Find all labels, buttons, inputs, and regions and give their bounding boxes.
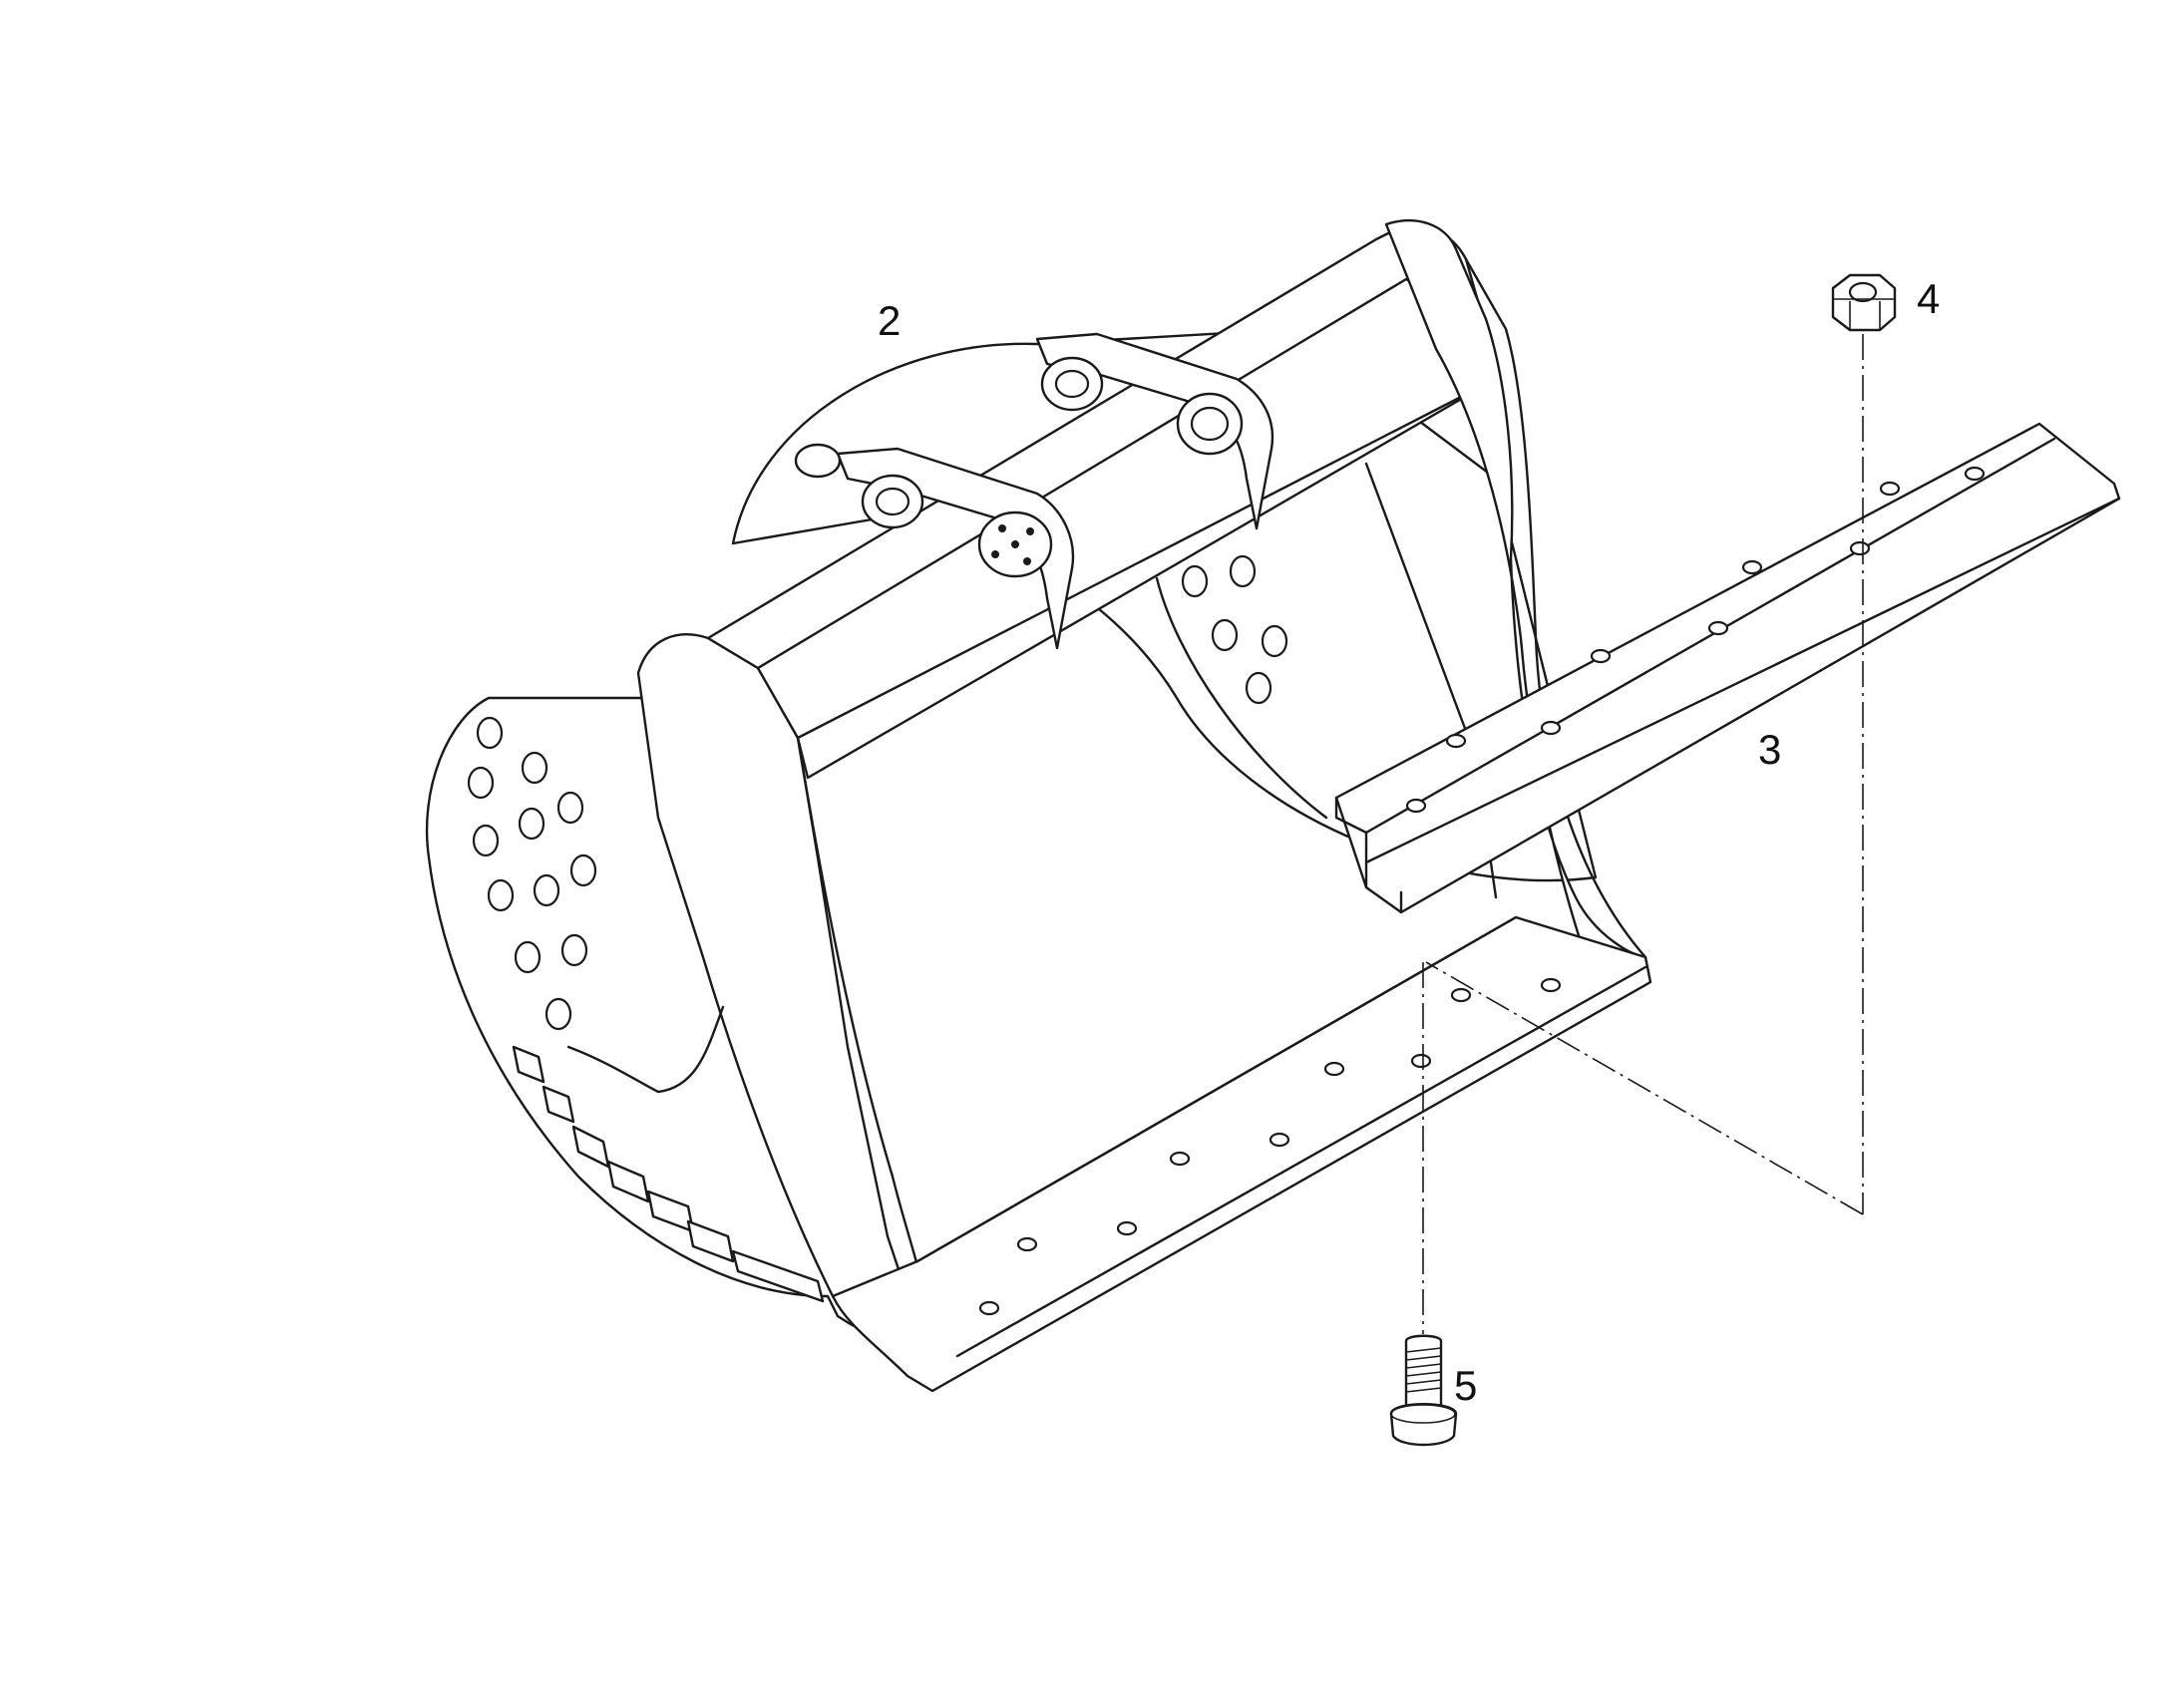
callout-part-3: 3 — [1758, 726, 1781, 773]
cutting-edge-holes — [978, 977, 1562, 1316]
bucket-left-front-plate — [636, 633, 909, 1298]
callout-part-5: 5 — [1454, 1362, 1477, 1409]
hinge-boss-right-front — [1176, 392, 1244, 456]
callout-part-4: 4 — [1917, 275, 1940, 322]
bucket-bottom-cutting-edge — [831, 915, 1652, 1393]
wear-blade — [1334, 422, 2121, 914]
wear-blade-holes — [1405, 466, 1986, 814]
plow-bolt — [1389, 1334, 1458, 1447]
hinge-boss-right-rear — [1040, 356, 1104, 412]
assembly-center-lines — [1422, 334, 1864, 1334]
right-plate-holes — [1181, 554, 1288, 705]
left-plate-holes — [467, 716, 597, 1031]
hex-nut — [1831, 273, 1897, 332]
wear-strips — [512, 1045, 825, 1303]
hinge-pin-left-front — [977, 511, 1053, 578]
bucket-right-side-plate — [1384, 219, 1647, 959]
bucket-assembly — [425, 219, 1652, 1393]
hinge-boss-left-rear — [861, 474, 924, 529]
callout-part-2: 2 — [878, 297, 901, 344]
